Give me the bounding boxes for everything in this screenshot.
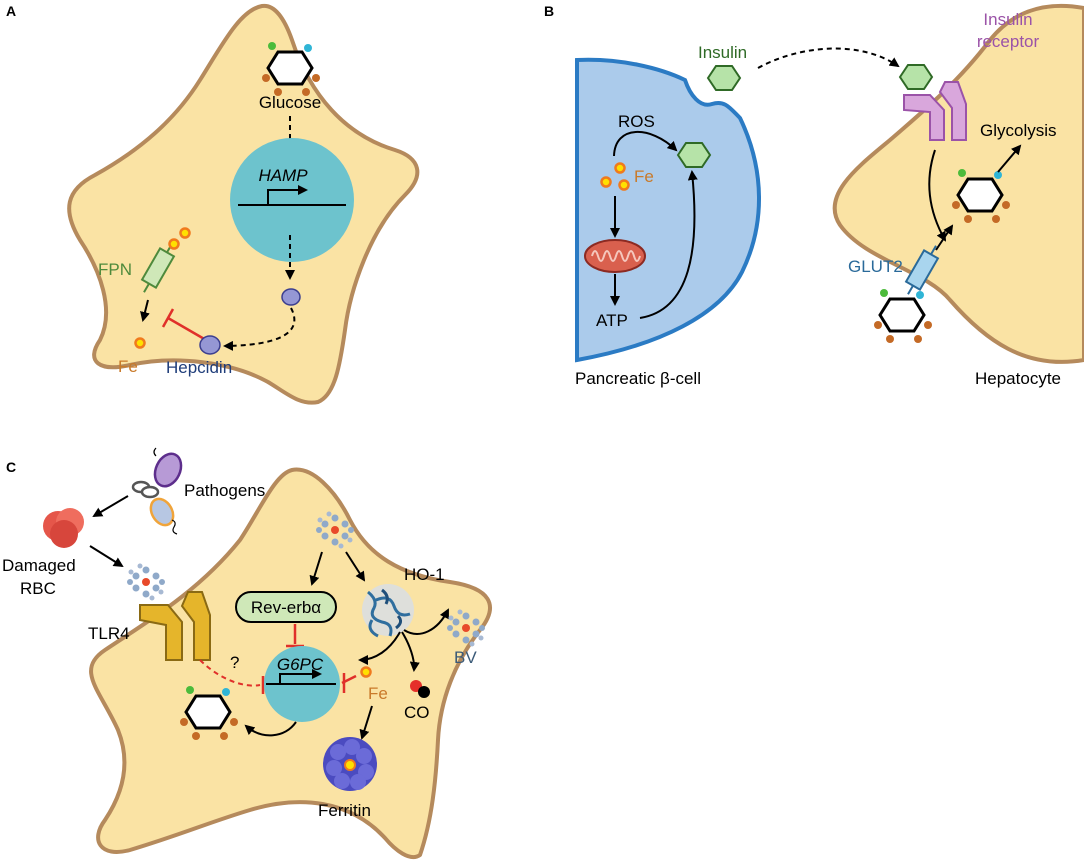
glut2-label: GLUT2 [848,257,903,276]
arrow-hepcidin-secretion [223,307,296,351]
fe-dot-a2 [179,227,191,239]
mitochondrion [584,239,646,273]
fe-dot-a1 [168,238,180,250]
insulin-hex-cyto [676,142,712,168]
arrow-glycolysis [997,144,1022,173]
receptor-label-2: receptor [977,32,1040,51]
fe-label-c: Fe [368,684,388,703]
glucose-molecule-b-out [872,287,934,345]
panel-c-letter: C [6,459,16,475]
rev-erba-box [235,591,337,623]
hepcidin-secreted [199,335,221,355]
ferritin-label: Ferritin [318,801,371,820]
arrow-insulin-receptor [757,47,900,69]
fe-dot-b1 [614,162,626,174]
fe-dot-b3 [618,179,630,191]
fpn-label: FPN [98,260,132,279]
arrow-rbc-heme [89,545,124,568]
arrow-atp-insulin [639,170,698,319]
pancreatic-label: Pancreatic β-cell [575,369,701,388]
insulin-label: Insulin [698,43,747,62]
arrow-ho1-bv [403,608,449,635]
atp-label: ATP [596,311,628,330]
rev-erba-label: Rev-erbα [251,598,321,617]
arrow-fe-ferritin [359,705,373,740]
arrow-receptor-glut2 [928,149,946,242]
promoter-arrow-c [279,669,322,684]
g6pc-label: G6PC [277,655,324,674]
hepcidin-cyto [281,288,301,306]
panel-b: B Pancreatic β-cell Hepatocyte Insulin I… [544,3,1084,388]
ferritin-icon [323,737,377,791]
insulin-receptor [903,81,967,141]
panel-c: C Pathogens Damaged RBC TLR4 [2,447,492,859]
arrow-heme-reverb [309,551,323,586]
arrow-g6pc-glucose [244,721,297,737]
bv-label: BV [454,648,477,667]
inhibit-tlr4-g6pc [199,659,261,687]
glycolysis-label: Glycolysis [980,121,1057,140]
arrow-ho1-co [401,631,420,672]
co-label: CO [404,703,430,722]
ho1-label: HO-1 [404,565,445,584]
fe-dot-a3 [134,337,146,349]
arrow-pathogens-rbc [92,495,129,518]
arrow-ho1-fe [358,631,401,665]
arrow-fpn-fe [140,299,150,322]
panel-b-letter: B [544,3,554,19]
panel-a: A Glucose HAMP FPN Fe Hepcidin [6,3,420,405]
promoter-arrow-a [267,185,308,205]
ros-label: ROS [618,112,655,131]
glut2-channel [904,245,940,295]
pathogens-icon [131,447,183,535]
heme-tlr4 [127,563,165,601]
inhibit-hepcidin-fpn [167,316,207,342]
hepatocyte-cell [832,3,1084,364]
damaged-rbc-icon [43,508,84,548]
ho1-enzyme [362,584,414,638]
fe-dot-c [360,666,372,678]
damaged-label-1: Damaged [2,556,76,575]
fe-label-b: Fe [634,167,654,186]
arrow-glut2-in [935,224,954,251]
arrow-fe-ros-insulin [613,130,678,157]
pathogens-label: Pathogens [184,481,265,500]
fe-label-a: Fe [118,357,138,376]
insulin-hex-secreted [706,65,742,91]
fpn-channel [140,243,176,293]
hamp-label: HAMP [258,166,308,185]
receptor-label-1: Insulin [983,10,1032,29]
co-icon [410,680,430,698]
beta-cell [575,57,761,363]
glucose-label: Glucose [259,93,321,112]
tlr4-label: TLR4 [88,624,130,643]
fe-dot-b2 [600,176,612,188]
inhibit-bar-a [161,308,175,328]
hepatocyte-label: Hepatocyte [975,369,1061,388]
damaged-label-2: RBC [20,579,56,598]
nucleus-a [230,138,354,262]
question-label: ? [230,653,239,672]
panel-a-letter: A [6,3,16,19]
hepcidin-label: Hepcidin [166,358,232,377]
insulin-hex-bound [898,64,934,90]
arrow-heme-ho1 [345,551,366,582]
tlr4-receptor [139,591,211,661]
